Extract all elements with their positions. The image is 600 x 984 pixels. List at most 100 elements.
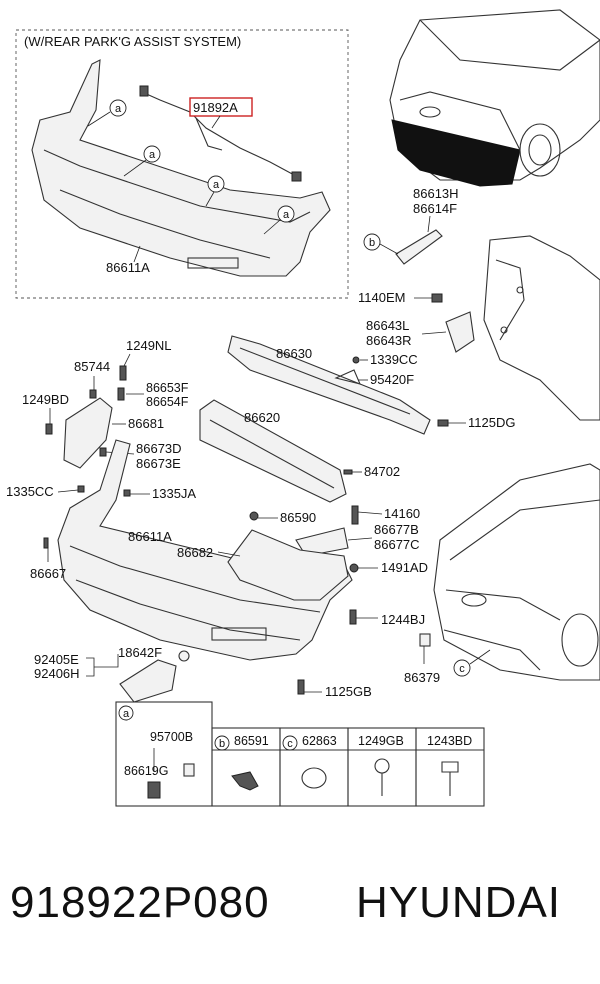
clip-86673D: [99, 447, 107, 457]
label-86643L: 86643L: [366, 318, 409, 333]
reflector-92405E: [119, 659, 177, 703]
label-1244BJ: 1244BJ: [381, 612, 425, 627]
legend-62863: 62863: [302, 734, 337, 748]
label-1140EM: 1140EM: [358, 290, 405, 305]
label-1125DG: 1125DG: [468, 415, 515, 430]
beam-86630: [227, 335, 431, 435]
bracket-86681: [63, 397, 113, 469]
inset-bumper-shape: [31, 59, 331, 277]
label-86614F: 86614F: [413, 201, 457, 216]
footer-part-number: 918922P080: [10, 878, 270, 927]
inset-bumper-crease: [43, 149, 311, 223]
label-14160: 14160: [384, 506, 420, 521]
label-1249NL: 1249NL: [126, 338, 172, 353]
svg-text:b: b: [369, 237, 375, 249]
callout-c-car: c: [453, 649, 491, 677]
label-86611A: 86611A: [128, 529, 172, 544]
svg-text:a: a: [123, 708, 130, 720]
clip-86653F: [117, 387, 125, 401]
label-86613H: 86613H: [413, 186, 459, 201]
cap-86379: [419, 633, 431, 647]
clip-84702: [343, 469, 353, 475]
legend-key-a: [118, 705, 134, 721]
car-top-wheel: [519, 123, 561, 177]
inset-callout-a-3: a: [205, 175, 225, 207]
car-top-hatch: [399, 91, 521, 151]
label-86677B: 86677B: [374, 522, 419, 537]
label-86677C: 86677C: [374, 537, 420, 552]
car-rear-bottom: [433, 463, 600, 681]
label-84702: 84702: [364, 464, 400, 479]
clip-14160: [351, 505, 359, 525]
label-86667: 86667: [30, 566, 66, 581]
clip-86667: [43, 537, 49, 549]
inset-callout-a-2: a: [123, 145, 161, 177]
label-86681: 86681: [128, 416, 164, 431]
label-1249BD: 1249BD: [22, 392, 69, 407]
label-1125GB: 1125GB: [325, 684, 372, 699]
inset-highlight-part: 91892A: [193, 100, 238, 115]
clip-1491AD: [349, 563, 359, 573]
plug-62863: [301, 767, 327, 789]
callout-b-top: b: [363, 233, 399, 255]
label-86654F: 86654F: [146, 395, 189, 409]
clip-1335CC: [77, 485, 85, 493]
label-86673D: 86673D: [136, 441, 182, 456]
label-86630: 86630: [276, 346, 312, 361]
inset-bumper-lower: [59, 189, 271, 259]
label-86590: 86590: [280, 510, 316, 525]
inset-park-assist: (W/REAR PARK'G ASSIST SYSTEM) 91892A a a…: [15, 29, 349, 299]
legend-table: a 95700B 86619G b 86591 c 62863 1249GB 1…: [115, 701, 485, 807]
main-bumper-86611A: [57, 439, 353, 661]
label-86379: 86379: [404, 670, 440, 685]
legend-1249GB: 1249GB: [358, 734, 404, 748]
svg-text:b: b: [219, 738, 225, 750]
footer: 918922P080 HYUNDAI: [0, 878, 600, 948]
bolt-1140EM: [431, 293, 443, 303]
body-side-panel: [483, 235, 600, 421]
bolt-1249NL: [119, 365, 127, 381]
car-top-roof: [419, 19, 600, 71]
label-1335JA: 1335JA: [152, 486, 196, 501]
inset-callout-a-1: a: [87, 99, 127, 127]
inset-callout-a-4: a: [263, 205, 295, 235]
screw-86591: [231, 771, 259, 791]
inset-bumper-leader: [133, 245, 141, 263]
sensor-95420F: [334, 369, 361, 385]
label-95420F: 95420F: [370, 372, 414, 387]
car-top-bumper-highlight: [391, 119, 521, 187]
inset-connector: [139, 85, 149, 97]
cover-86682: [227, 529, 349, 601]
bolt-1244BJ: [349, 609, 357, 625]
label-18642F: 18642F: [118, 645, 162, 660]
svg-text:a: a: [115, 103, 122, 115]
inset-connector-end: [291, 171, 302, 182]
inset-harness-branch: [195, 117, 223, 151]
label-92405E: 92405E: [34, 652, 79, 667]
svg-text:c: c: [287, 738, 293, 750]
absorber-86620: [199, 399, 347, 503]
label-92406H: 92406H: [34, 666, 80, 681]
bolt-1243BD: [441, 761, 459, 773]
svg-text:a: a: [213, 179, 220, 191]
bolt-1125DG: [437, 419, 449, 427]
bolt-1249BD: [45, 423, 53, 435]
svg-text:a: a: [149, 149, 156, 161]
bracket-86643: [445, 311, 475, 353]
label-1335CC: 1335CC: [6, 484, 54, 499]
screw-86590: [249, 511, 259, 521]
holder-86619G: [183, 763, 195, 777]
label-1339CC: 1339CC: [370, 352, 418, 367]
legend-key-b: [214, 735, 230, 751]
clip-1339CC: [352, 356, 360, 364]
inset-title: (W/REAR PARK'G ASSIST SYSTEM): [24, 34, 241, 49]
bolt-1125GB: [297, 679, 305, 695]
inset-highlight-leader: [211, 115, 221, 129]
highlight-box: [189, 97, 253, 117]
legend-86619G: 86619G: [124, 764, 168, 778]
inset-harness: [141, 91, 297, 177]
screw-1249GB: [374, 758, 390, 774]
label-86643R: 86643R: [366, 333, 412, 348]
legend-1243BD: 1243BD: [427, 734, 472, 748]
